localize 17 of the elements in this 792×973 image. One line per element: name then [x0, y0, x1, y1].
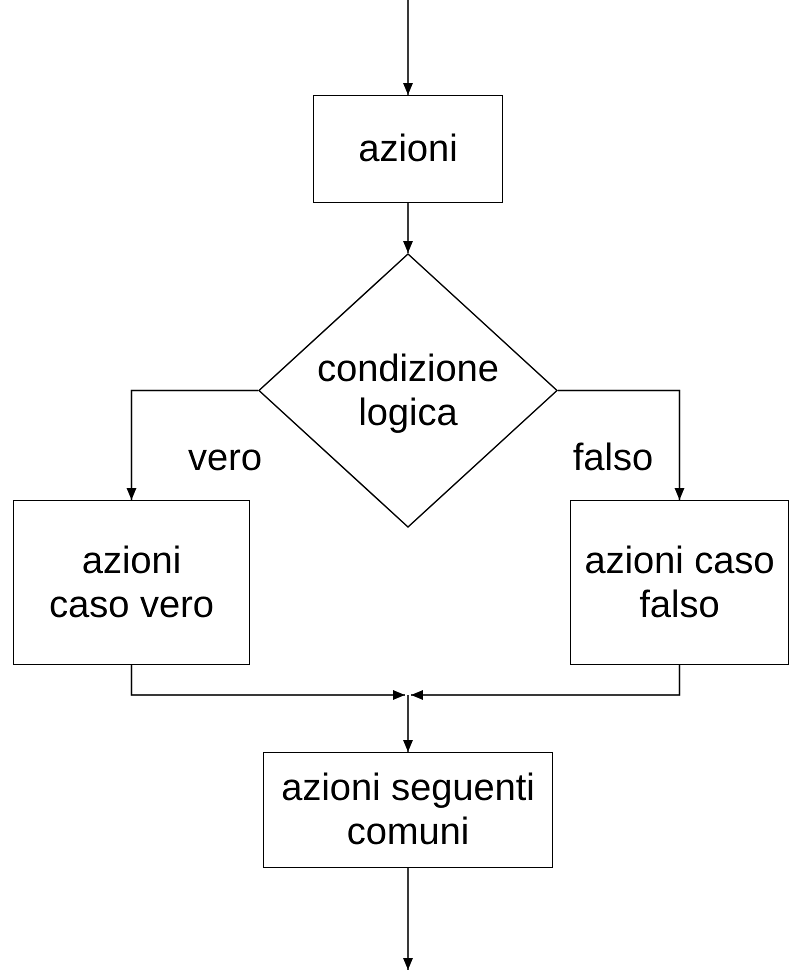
process-box: [263, 752, 553, 868]
arrow: [403, 868, 413, 970]
node-label: condizione logica: [316, 346, 500, 434]
node-label: azioni seguenti comuni: [280, 766, 536, 854]
arrow: [411, 665, 680, 700]
node-label: azioni caso falso: [583, 538, 776, 626]
arrow: [403, 0, 413, 95]
arrow: [558, 390, 684, 500]
process-box: [313, 95, 503, 203]
process-box: [570, 500, 789, 665]
arrow: [403, 695, 413, 752]
node-label: azioni: [358, 127, 458, 171]
arrow: [130, 665, 405, 700]
arrow: [403, 203, 413, 253]
arrow: [126, 390, 258, 500]
node-label: azioni caso vero: [48, 538, 215, 626]
process-box: [13, 500, 250, 665]
